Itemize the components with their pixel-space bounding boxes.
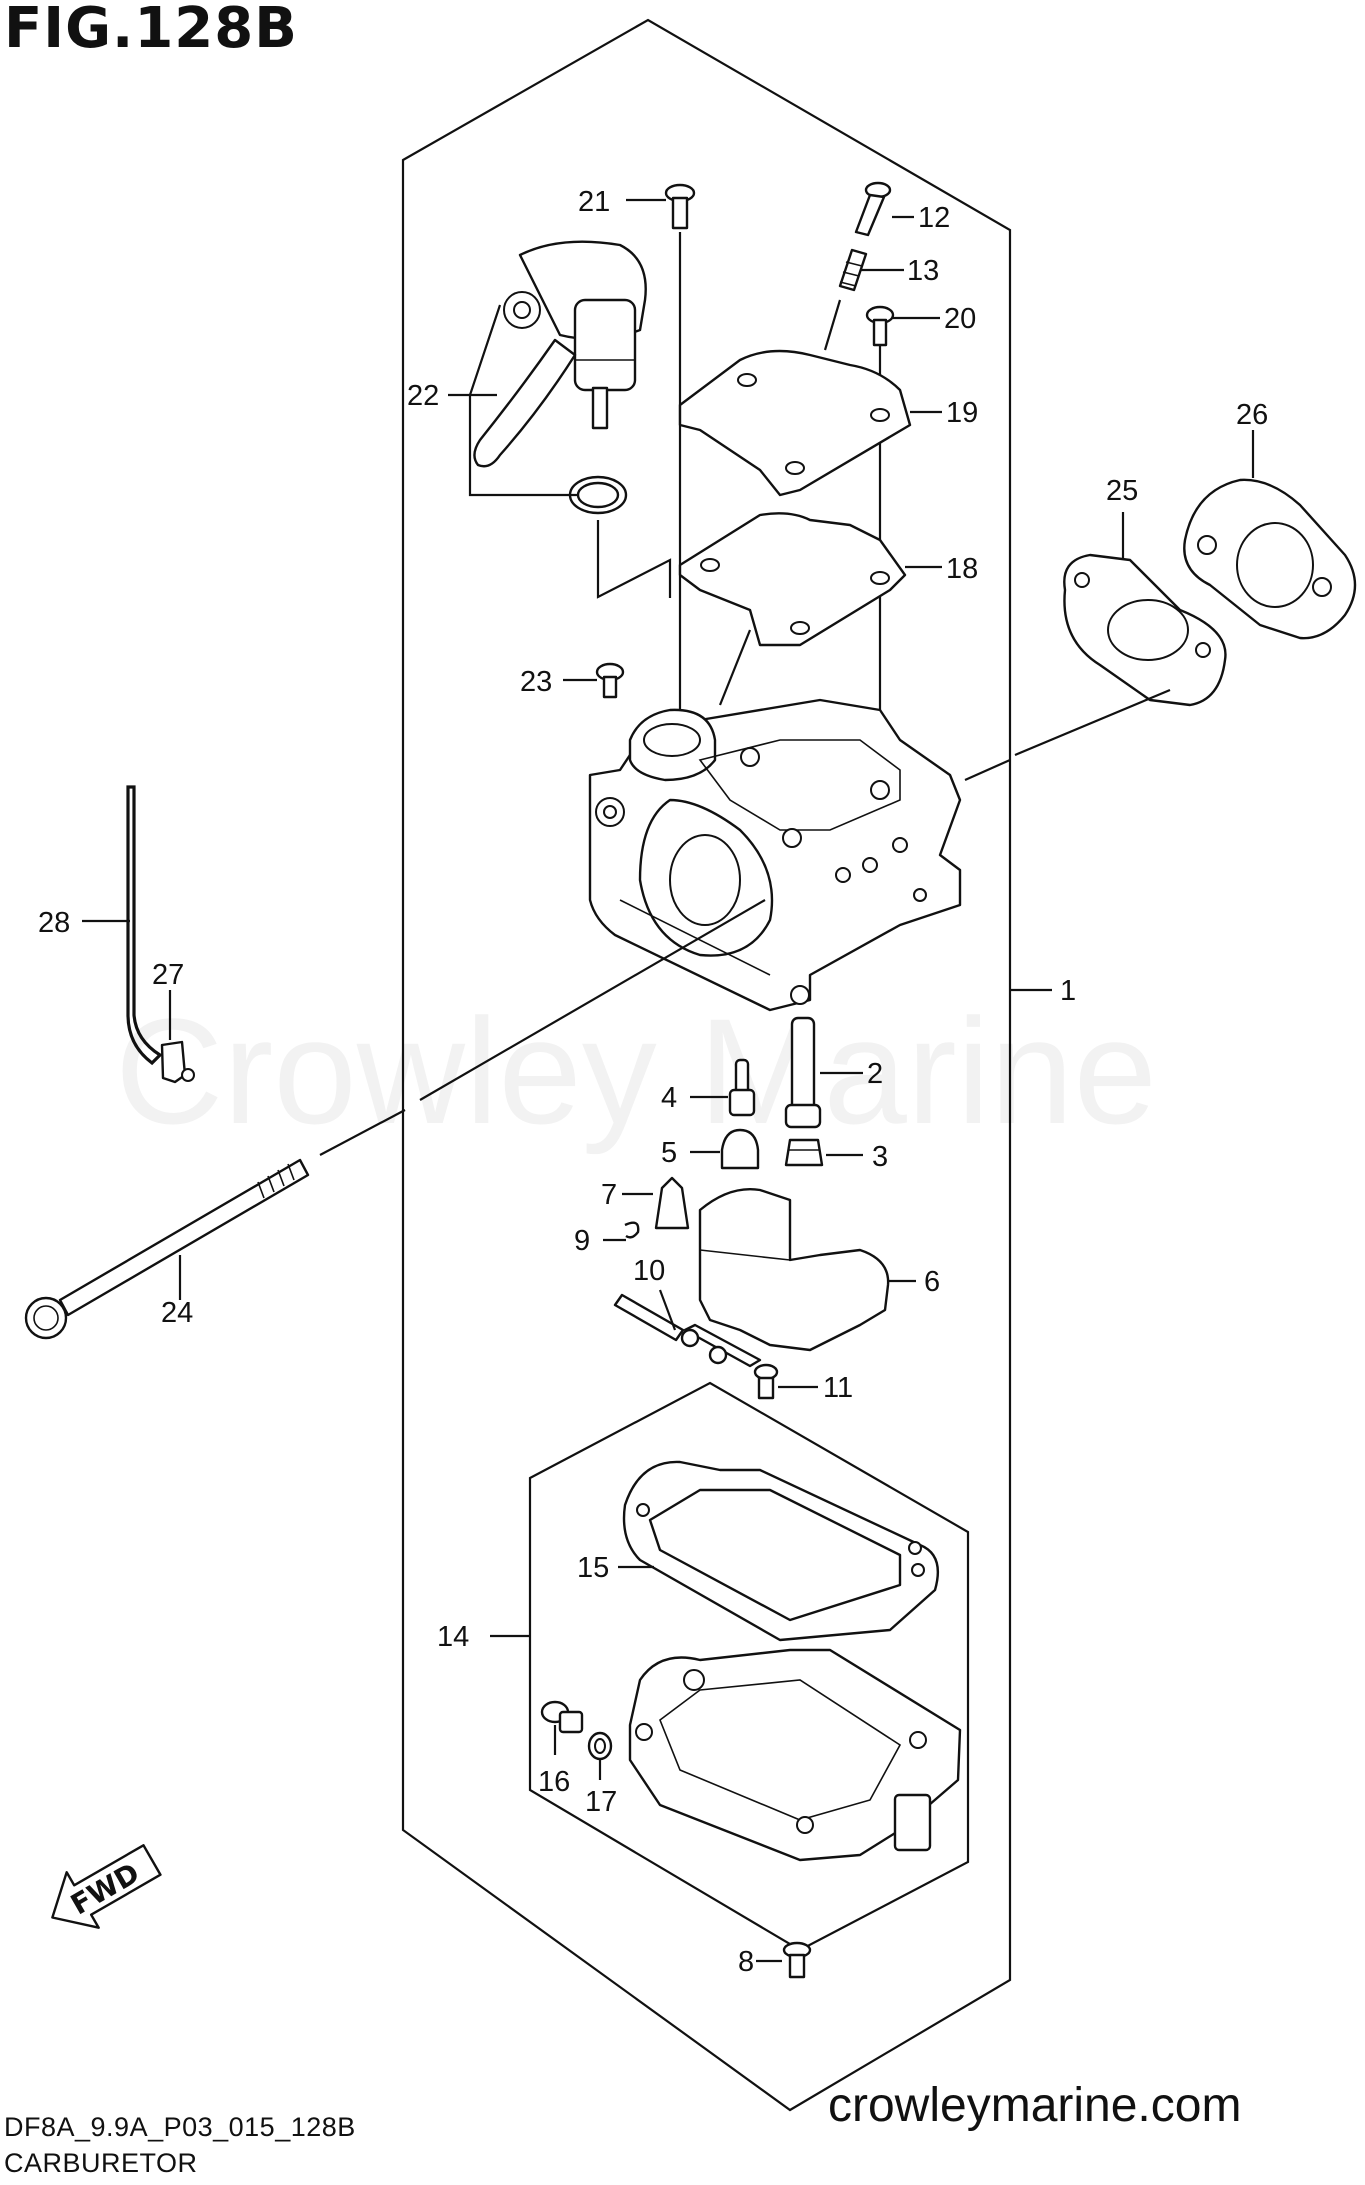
callout-11: 11	[823, 1372, 853, 1404]
callout-25: 25	[1106, 475, 1138, 507]
part-19-cover-plate	[678, 349, 912, 497]
callout-12: 12	[918, 202, 950, 234]
callout-13: 13	[907, 255, 939, 287]
part-15-bowl-gasket	[622, 1460, 940, 1642]
callout-21: 21	[578, 186, 610, 218]
assembly-outline	[401, 18, 1012, 2112]
part-14-float-bowl	[628, 1648, 962, 1862]
part-5-plug	[720, 1128, 760, 1170]
callout-24: 24	[161, 1297, 193, 1329]
callouts: 1 2 3 4 5 6 7 8 9 10 11 12 13 14 15 16 1…	[38, 186, 1268, 1978]
callout-9: 9	[574, 1225, 590, 1257]
figure-title: FIG.128B	[4, 0, 298, 61]
callout-2: 2	[867, 1058, 883, 1090]
part-9-clip	[624, 1221, 640, 1239]
callout-28: 28	[38, 907, 70, 939]
part-22-inlet-assembly	[473, 240, 647, 515]
part-10-float-pin	[613, 1293, 685, 1342]
callout-3: 3	[872, 1141, 888, 1173]
part-23-screw	[595, 662, 625, 699]
callout-14: 14	[437, 1621, 469, 1653]
part-27-clip	[160, 1040, 195, 1084]
part-6-float	[680, 1188, 890, 1368]
leader-lines	[82, 198, 1255, 1963]
part-16-drain-screw	[540, 1700, 584, 1734]
part-21-screw	[664, 183, 696, 720]
part-12-screw	[854, 181, 892, 237]
part-4-pilot-jet	[728, 1058, 756, 1117]
callout-8: 8	[738, 1946, 754, 1978]
callout-6: 6	[924, 1266, 940, 1298]
callout-23: 23	[520, 666, 552, 698]
part-25-gasket	[1063, 553, 1227, 707]
callout-19: 19	[946, 397, 978, 429]
callout-10: 10	[633, 1255, 665, 1287]
callout-1: 1	[1060, 975, 1076, 1007]
callout-16: 16	[538, 1766, 570, 1798]
part-8-screw	[782, 1941, 812, 1979]
part-3-main-jet	[784, 1138, 824, 1167]
fwd-arrow-icon: FWD	[51, 1844, 162, 1929]
part-1-carburetor-body	[588, 698, 962, 1012]
part-2-main-nozzle	[784, 1016, 822, 1129]
callout-17: 17	[585, 1786, 617, 1818]
diagram-caption: CARBURETOR	[4, 2148, 198, 2178]
part-11-screw	[753, 1363, 779, 1400]
watermark-text: Crowley Marine	[115, 987, 1157, 1155]
callout-18: 18	[946, 553, 978, 585]
callout-20: 20	[944, 303, 976, 335]
callout-27: 27	[152, 959, 184, 991]
callout-26: 26	[1236, 399, 1268, 431]
fwd-label: FWD	[65, 1856, 145, 1921]
part-26-insulator	[1183, 478, 1357, 640]
callout-15: 15	[577, 1552, 609, 1584]
site-url: crowleymarine.com	[828, 2079, 1242, 2132]
diagram-code: DF8A_9.9A_P03_015_128B	[4, 2112, 356, 2142]
callout-7: 7	[601, 1179, 617, 1211]
part-7-float-valve	[654, 1176, 690, 1230]
float-bowl-group-outline	[528, 1381, 970, 1952]
part-28-rod	[126, 785, 163, 1066]
part-17-washer	[587, 1731, 613, 1761]
part-18-gasket	[596, 512, 907, 706]
callout-22: 22	[407, 380, 439, 412]
callout-4: 4	[661, 1082, 677, 1114]
part-24-bolt	[24, 1158, 310, 1340]
part-13-spring	[823, 248, 868, 351]
callout-5: 5	[661, 1137, 677, 1169]
